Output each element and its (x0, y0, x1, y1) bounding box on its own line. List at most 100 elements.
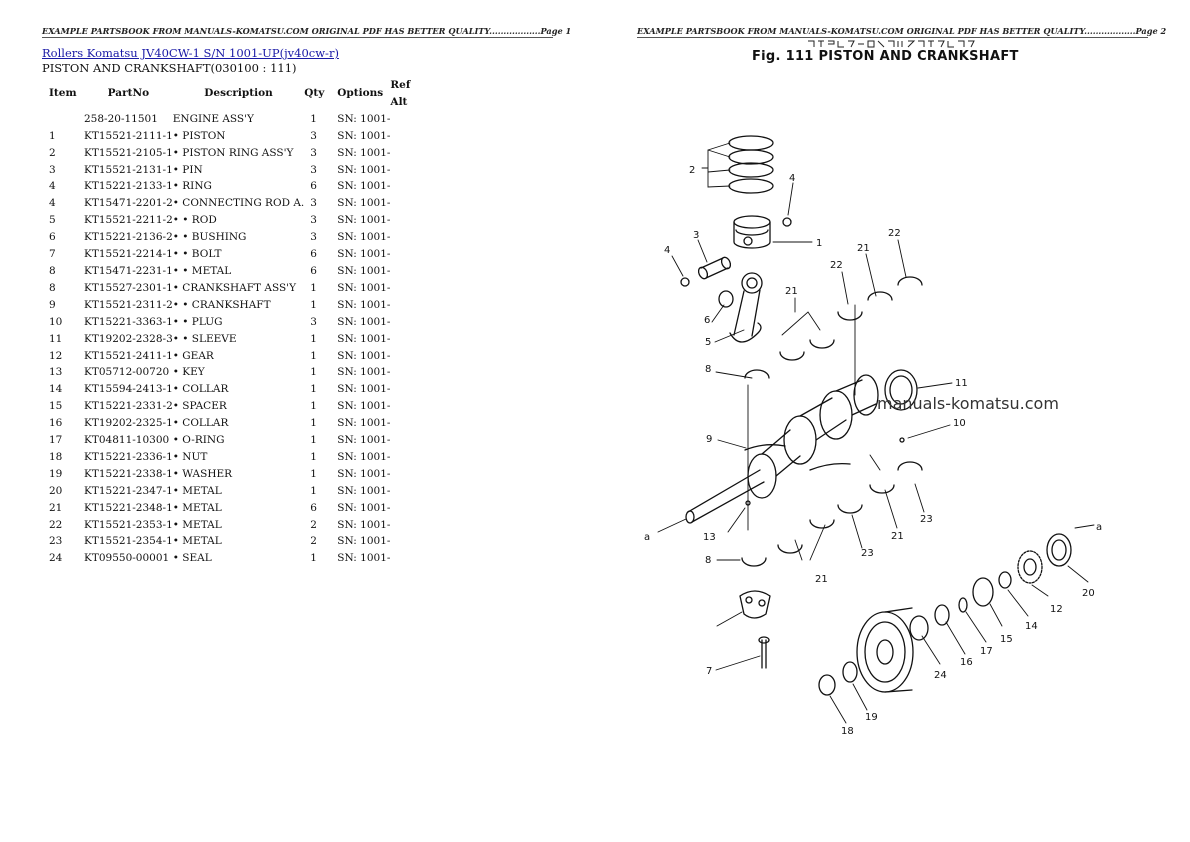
cell-item: 6 (49, 231, 56, 244)
cell-item: 2 (49, 146, 56, 159)
cell-partno: KT15521-2131-1 (84, 163, 173, 176)
cell-partno: KT15471-2231-1 (84, 264, 173, 277)
circlip-drawing (782, 217, 792, 227)
cell-item: 8 (49, 264, 56, 277)
cell-options: SN: 1001- (337, 349, 391, 362)
cell-partno: KT15521-2105-1 (84, 146, 173, 159)
cell-item: 8 (49, 281, 56, 294)
cell-item: 22 (49, 518, 63, 531)
callout-3: 3 (693, 230, 699, 241)
cell-description: • • ROD (172, 214, 217, 227)
cell-description: • METAL (172, 501, 222, 514)
collar-drawing (998, 571, 1012, 589)
cell-options: SN: 1001- (337, 467, 391, 480)
cell-options: SN: 1001- (337, 366, 391, 379)
cell-qty: 6 (310, 248, 317, 261)
cell-qty: 1 (310, 383, 317, 396)
piston-rings-drawing (728, 135, 774, 194)
cell-qty: 1 (310, 552, 317, 565)
cell-qty: 6 (310, 180, 317, 193)
cell-options: SN: 1001- (337, 518, 391, 531)
cell-partno: KT15521-2214-1 (84, 248, 173, 261)
spacer-drawing (972, 577, 994, 607)
cell-item: 18 (49, 450, 63, 463)
header-description: Description (204, 87, 273, 100)
watermark-text: manuals-komatsu.com (877, 394, 1059, 413)
callout-12: 12 (1050, 604, 1063, 615)
cell-options: SN: 1001- (337, 180, 391, 193)
cell-options: SN: 1001- (337, 383, 391, 396)
callout-15: 15 (1000, 634, 1013, 645)
header-item: Item (49, 87, 77, 100)
collar-drawing (934, 604, 950, 626)
callout-9: 9 (706, 434, 712, 445)
circlip-drawing (680, 277, 690, 287)
cell-partno: KT05712-00720 (84, 366, 170, 379)
cell-options: SN: 1001- (337, 214, 391, 227)
cell-description: • PIN (172, 163, 203, 176)
header-ref-alt: Ref Alt (390, 79, 411, 108)
callout-8: 8 (705, 364, 711, 375)
cell-description: • RING (172, 180, 212, 193)
catalog-title-link[interactable]: Rollers Komatsu JV40CW-1 S/N 1001-UP(jv4… (42, 46, 339, 60)
cell-item: 21 (49, 501, 63, 514)
cell-item: 12 (49, 349, 63, 362)
cell-qty: 1 (310, 281, 317, 294)
callout-4: 4 (789, 173, 795, 184)
callout-labels: 1 2 3 4 4 5 6 7 8 8 9 10 11 12 13 14 15 … (644, 165, 1102, 737)
gear-drawing (1017, 550, 1043, 584)
piston-drawing (733, 215, 771, 249)
cell-description: • • SLEEVE (172, 332, 237, 345)
callout-10: 10 (953, 418, 966, 429)
cell-options: SN: 1001- (337, 146, 391, 159)
callout-16: 16 (960, 657, 973, 668)
cell-description: • NUT (172, 450, 208, 463)
callout-5: 5 (705, 337, 711, 348)
cell-item: 14 (49, 383, 63, 396)
cell-partno: 258-20-11501 (84, 112, 158, 125)
cell-options: SN: 1001- (337, 264, 391, 277)
cell-options: SN: 1001- (337, 552, 391, 565)
page-header-right: EXAMPLE PARTSBOOK FROM MANUALS-KOMATSU.C… (637, 26, 1167, 38)
callout-11: 11 (955, 378, 968, 389)
rod-bolt-drawing (758, 636, 770, 669)
cell-item: 1 (49, 129, 56, 142)
page-left: EXAMPLE PARTSBOOK FROM MANUALS-KOMATSU.C… (42, 26, 571, 567)
o-ring-drawing (958, 597, 968, 613)
cell-qty: 1 (310, 417, 317, 430)
cell-partno: KT15221-2133-1 (84, 180, 173, 193)
callout-a-right: a (1096, 522, 1102, 533)
cell-options: SN: 1001- (337, 400, 391, 413)
washer-drawing (842, 661, 858, 683)
cell-qty: 1 (310, 298, 317, 311)
cell-qty: 6 (310, 264, 317, 277)
cell-description: • • METAL (172, 264, 232, 277)
cell-item: 17 (49, 434, 63, 447)
cell-options: SN: 1001- (337, 281, 391, 294)
cell-description: • CONNECTING ROD A. (172, 197, 305, 210)
plug-drawing (899, 437, 905, 443)
callout-20: 20 (1082, 588, 1095, 599)
cell-partno: KT15221-2331-2 (84, 400, 173, 413)
cell-item: 9 (49, 298, 56, 311)
cell-description: • METAL (172, 484, 222, 497)
cell-description: • SPACER (172, 400, 227, 413)
cell-partno: KT19202-2328-3 (84, 332, 173, 345)
cell-partno: KT15221-2136-2 (84, 231, 173, 244)
cell-options: SN: 1001- (337, 129, 391, 142)
cell-qty: 3 (310, 214, 317, 227)
cell-item: 11 (49, 332, 63, 345)
callout-24: 24 (934, 670, 947, 681)
cell-description: • CRANKSHAFT ASS'Y (172, 281, 296, 294)
cell-options: SN: 1001- (337, 298, 391, 311)
